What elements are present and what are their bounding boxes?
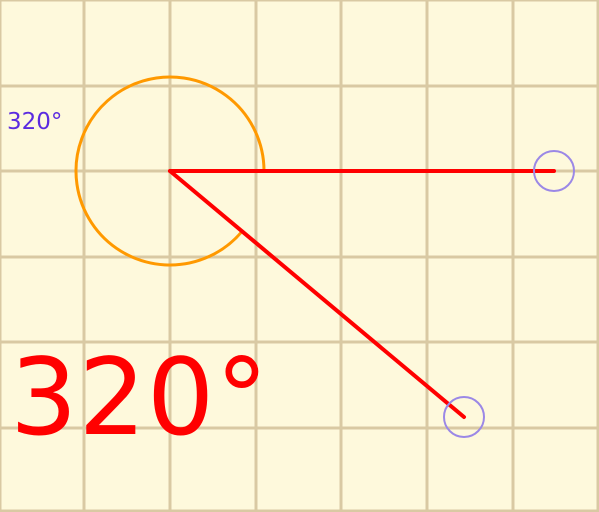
handle-diagonal[interactable] (443, 396, 485, 438)
arm-diagonal (168, 169, 466, 419)
angle-label-big: 320° (10, 336, 270, 459)
handle-horizontal[interactable] (533, 150, 575, 192)
angle-label-small: 320° (7, 109, 63, 135)
angle-arc (74, 75, 266, 267)
